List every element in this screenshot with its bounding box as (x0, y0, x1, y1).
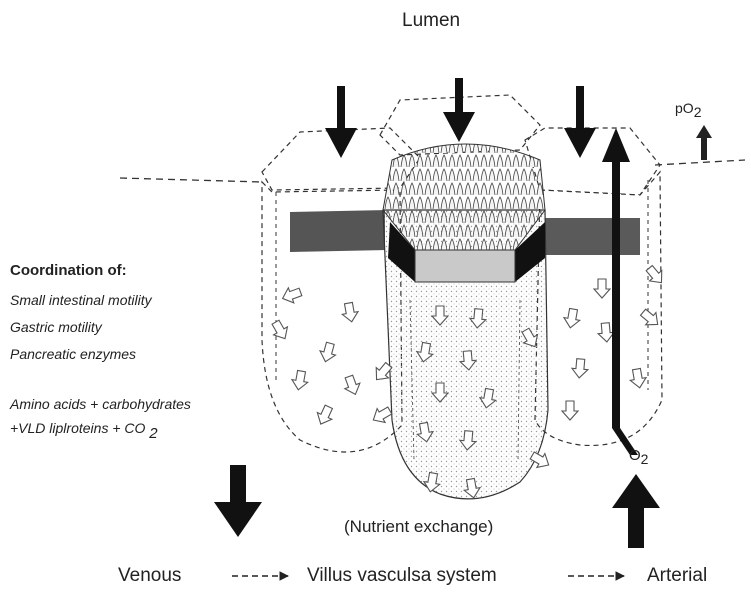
villus-system-label: Villus vasculsa system (307, 565, 497, 587)
coordination-item: Pancreatic enzymes (10, 346, 136, 362)
po2-arrow (696, 125, 712, 160)
right-villus (535, 172, 662, 445)
coordination-heading: Coordination of: (10, 262, 127, 279)
po2-subscript: 2 (694, 104, 702, 120)
venous-outflow-arrow (214, 465, 262, 537)
arterial-inflow-arrow (612, 474, 660, 548)
o2-label: O2 (629, 447, 648, 464)
o2-subscript: 2 (641, 451, 649, 467)
lumen-label: Lumen (402, 10, 460, 32)
o2-text: O (629, 447, 641, 464)
nutrient-exchange-label: (Nutrient exchange) (344, 517, 493, 537)
left-reference-line (120, 178, 262, 182)
arterial-label: Arterial (647, 565, 707, 587)
composition-line-2-text: +VLD liplroteins + CO (10, 420, 149, 436)
venous-label: Venous (118, 565, 181, 587)
composition-line-1: Amino acids + carbohydrates (10, 396, 191, 412)
right-reference-line (655, 160, 745, 165)
co2-subscript: 2 (149, 425, 157, 442)
composition-line-2: +VLD liplroteins + CO 2 (10, 420, 158, 437)
po2-label: pO2 (675, 100, 701, 116)
coordination-item: Small intestinal motility (10, 292, 152, 308)
po2-text: pO (675, 100, 694, 116)
coordination-item: Gastric motility (10, 319, 102, 335)
